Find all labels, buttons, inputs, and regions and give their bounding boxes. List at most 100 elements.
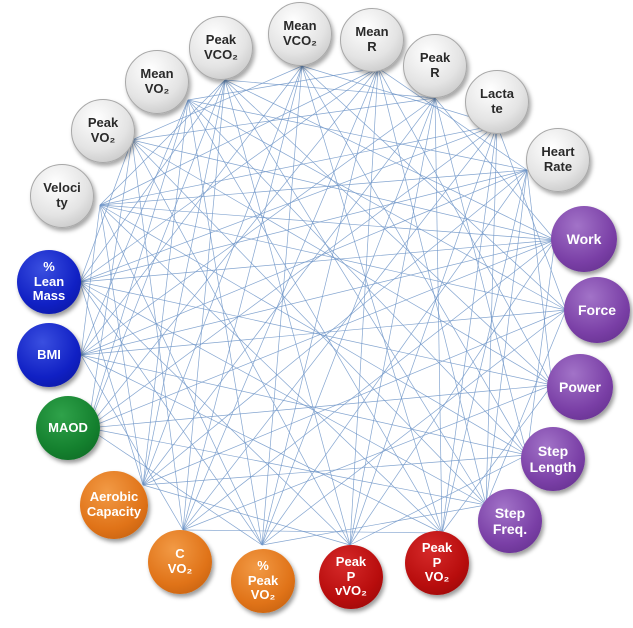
edge-lactate-peak-p-vo2 (441, 124, 498, 534)
node-label: Mean VCO₂ (283, 18, 317, 48)
edge-mean-vco2-peak-p-vo2 (301, 65, 443, 534)
edge-velocity-bmi (80, 204, 101, 356)
node-label: % Lean Mass (32, 258, 66, 304)
edge-peak-vco2-aerobic-capacity (142, 79, 226, 486)
edge-pct-peak-vo2-maod (87, 427, 263, 546)
node-label: Peak R (419, 50, 451, 80)
edge-power-peak-p-vo2 (441, 384, 553, 534)
edge-velocity-heart-rate (99, 169, 528, 206)
edge-mean-r-pct-peak-vo2 (261, 67, 379, 546)
edge-mean-r-peak-p-vvo2 (349, 67, 379, 546)
edge-lactate-c-vo2 (182, 124, 498, 531)
edge-power-pct-lean-mass (79, 281, 553, 386)
edge-work-step-length (526, 239, 556, 456)
edge-peak-r-step-length (434, 97, 528, 456)
edge-work-peak-p-vvo2 (349, 239, 556, 546)
node-label: Peak P vVO₂ (335, 553, 367, 599)
edge-peak-vo2-peak-r (131, 97, 436, 141)
edge-mean-vo2-pct-peak-vo2 (187, 99, 263, 546)
edge-step-freq-pct-peak-vo2 (261, 504, 487, 546)
edge-lactate-force (496, 124, 567, 311)
edge-heart-rate-peak-p-vo2 (441, 169, 528, 534)
node-label: % Peak VO₂ (247, 557, 279, 603)
edge-mean-vo2-maod (87, 99, 189, 429)
node-label: Work (566, 230, 602, 247)
edge-peak-vo2-c-vo2 (131, 139, 184, 531)
edge-force-aerobic-capacity (142, 309, 567, 486)
edge-work-bmi (80, 239, 556, 356)
edge-mean-vo2-aerobic-capacity (142, 99, 189, 486)
node-label: Heart Rate (541, 144, 575, 174)
edge-velocity-peak-vco2 (99, 79, 226, 206)
edge-power-c-vo2 (182, 384, 553, 531)
edge-mean-vco2-lactate (301, 65, 498, 126)
edge-peak-r-peak-p-vvo2 (349, 97, 436, 546)
edge-mean-vco2-bmi (80, 65, 303, 356)
node-lactate: Lacta te (465, 70, 529, 134)
edge-lactate-peak-p-vvo2 (349, 124, 498, 546)
node-mean-r: Mean R (340, 8, 404, 72)
edge-mean-vo2-peak-p-vo2 (187, 99, 443, 534)
node-step-length: Step Length (521, 427, 585, 491)
node-bmi: BMI (17, 323, 81, 387)
edge-peak-vo2-step-freq (131, 139, 487, 506)
edge-mean-vco2-force (301, 65, 567, 311)
edge-peak-vco2-power (224, 79, 553, 386)
node-label: Step Freq. (492, 504, 528, 537)
edge-aerobic-capacity-pct-lean-mass (79, 281, 144, 486)
edge-mean-r-pct-lean-mass (79, 67, 379, 283)
node-velocity: Veloci ty (30, 164, 94, 228)
node-label: Power (558, 378, 601, 395)
node-peak-p-vvo2: Peak P vVO₂ (319, 545, 383, 609)
edge-velocity-step-length (99, 204, 528, 456)
node-label: Peak VCO₂ (204, 32, 238, 62)
node-peak-p-vo2: Peak P VO₂ (405, 531, 469, 595)
node-peak-vco2: Peak VCO₂ (189, 16, 253, 80)
edge-c-vo2-bmi (80, 354, 184, 531)
edge-mean-r-step-freq (377, 67, 487, 506)
edge-mean-r-c-vo2 (182, 67, 379, 531)
edge-peak-vco2-peak-p-vvo2 (224, 79, 351, 546)
node-label: Lacta te (480, 86, 514, 116)
edge-heart-rate-power (526, 169, 553, 386)
edge-work-maod (87, 239, 556, 429)
node-pct-peak-vo2: % Peak VO₂ (231, 549, 295, 613)
edge-work-pct-lean-mass (79, 239, 556, 283)
edge-peak-r-pct-peak-vo2 (261, 97, 436, 546)
edge-peak-r-aerobic-capacity (142, 97, 436, 486)
node-mean-vco2: Mean VCO₂ (268, 2, 332, 66)
edge-step-length-peak-p-vvo2 (349, 454, 528, 546)
edge-peak-r-peak-p-vo2 (434, 97, 443, 534)
edge-heart-rate-aerobic-capacity (142, 169, 528, 486)
edge-peak-vco2-pct-lean-mass (79, 79, 226, 283)
node-label: Force (577, 301, 617, 318)
edge-mean-vco2-aerobic-capacity (142, 65, 303, 486)
edge-peak-p-vo2-c-vo2 (182, 529, 443, 534)
edge-peak-vo2-pct-lean-mass (79, 139, 133, 283)
edge-peak-r-bmi (80, 97, 436, 356)
node-label: Mean R (355, 24, 389, 54)
edge-mean-vo2-step-length (187, 99, 528, 456)
node-label: Peak VO₂ (87, 115, 119, 145)
node-label: C VO₂ (167, 546, 193, 576)
node-c-vo2: C VO₂ (148, 530, 212, 594)
node-aerobic-capacity: Aerobic Capacity (80, 471, 148, 539)
node-pct-lean-mass: % Lean Mass (17, 250, 81, 314)
edge-peak-vco2-step-freq (224, 79, 487, 506)
edge-peak-p-vvo2-pct-lean-mass (79, 281, 351, 546)
edge-mean-vo2-mean-r (187, 67, 379, 101)
edge-lactate-step-freq (485, 124, 498, 506)
edge-mean-r-maod (87, 67, 379, 429)
edge-peak-p-vvo2-aerobic-capacity (142, 484, 351, 546)
edge-step-freq-maod (87, 427, 487, 506)
edge-heart-rate-step-freq (485, 169, 528, 506)
edge-mean-vco2-pct-peak-vo2 (261, 65, 303, 546)
edge-mean-r-power (377, 67, 553, 386)
edge-velocity-work (99, 204, 556, 241)
edge-lactate-maod (87, 124, 498, 429)
node-mean-vo2: Mean VO₂ (125, 50, 189, 114)
edge-peak-vco2-work (224, 79, 556, 241)
edge-peak-vco2-c-vo2 (182, 79, 226, 531)
